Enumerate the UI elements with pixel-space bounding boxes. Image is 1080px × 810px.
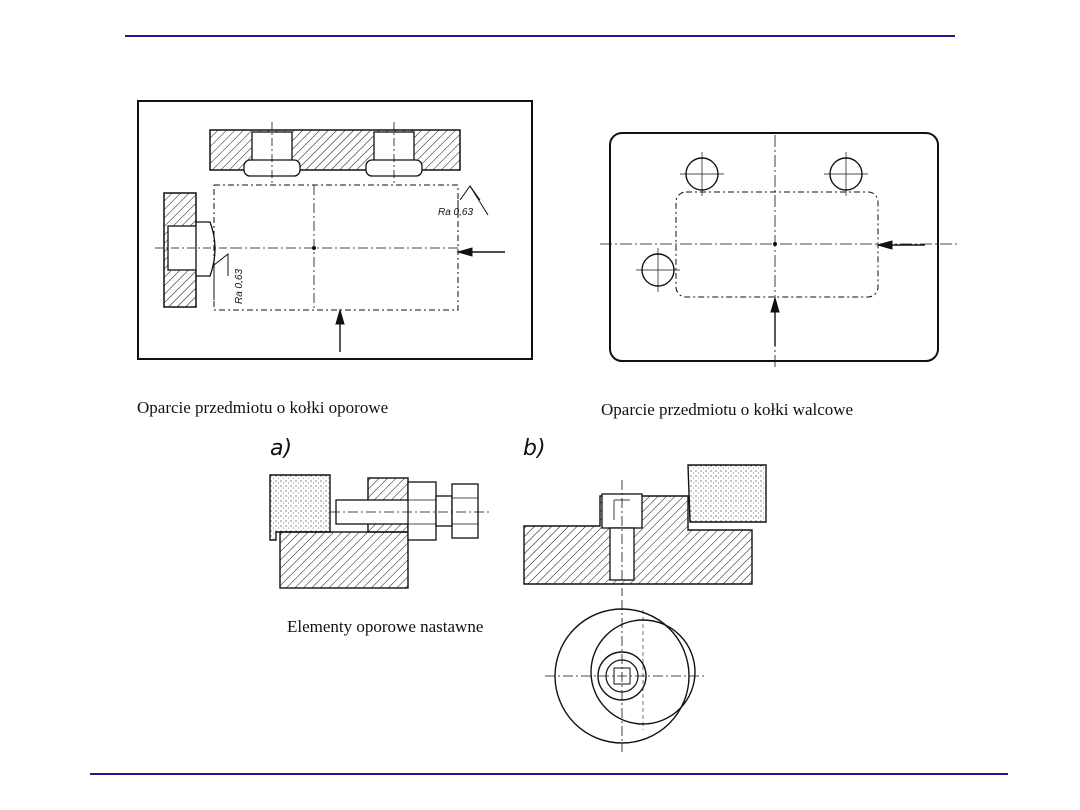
pin-circle-left [636,248,680,292]
caption-cylindrical-pins: Oparcie przedmiotu o kołki walcowe [601,400,854,419]
eccentric-plan-view [545,600,705,752]
figure-adjustable-stop-b [523,464,767,752]
figure-support-pins [137,100,533,360]
top-divider [125,35,955,37]
pin-circle-top-left [680,152,724,196]
figure-adjustable-stop-a [269,474,490,589]
roughness-label-top: Ra 0,63 [438,207,473,218]
top-pin-left [243,122,301,186]
bolt-a [335,481,479,541]
figure-cylindrical-pins [600,132,958,368]
left-pin [155,221,232,277]
roughness-label-left: Ra 0,63 [234,269,245,304]
panel-label-a: a) [270,436,293,461]
caption-support-pins: Oparcie przedmiotu o kołki oporowe [137,398,389,417]
caption-adjustable-stops: Elementy oporowe nastawne [287,617,484,636]
panel-label-b: b) [523,436,546,461]
top-pin-right [365,122,423,186]
bottom-divider [90,773,1008,775]
pin-circle-top-right [824,152,868,196]
